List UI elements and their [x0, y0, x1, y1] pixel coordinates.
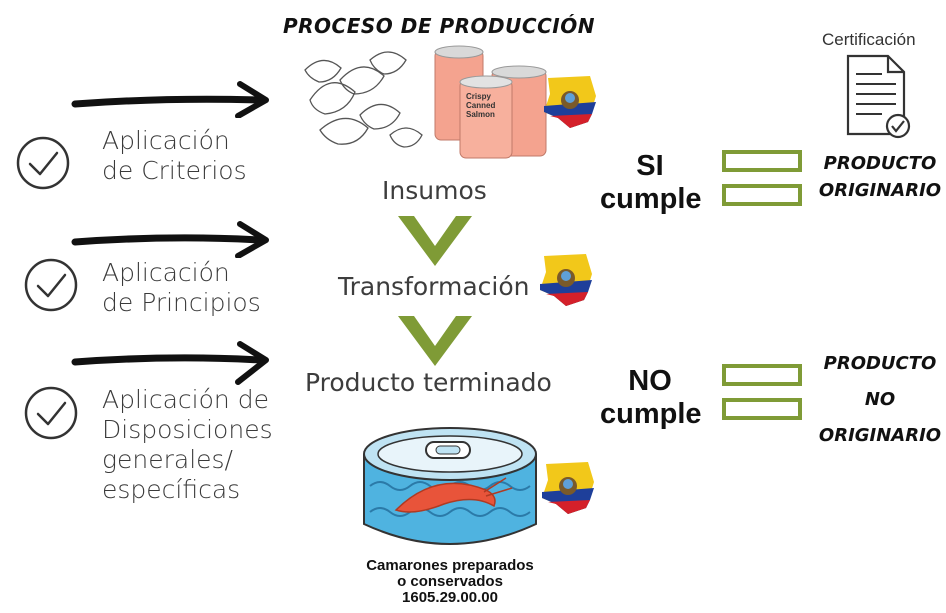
verdict-yes: SI cumple: [600, 150, 702, 216]
criteria-line: Aplicación: [102, 258, 230, 287]
criteria-line: Aplicación: [102, 126, 230, 155]
ecuador-flag-icon: [544, 76, 596, 128]
criteria-item: Aplicación de Principios: [102, 258, 261, 318]
canned-shrimp-illustration: [363, 427, 537, 545]
equals-bar-icon: [722, 184, 802, 206]
criteria-line: de Criterios: [102, 156, 247, 185]
stage-finished-product: Producto terminado: [305, 368, 552, 397]
ecuador-flag-icon: [540, 254, 592, 306]
can-label: Crispy Canned Salmon: [466, 92, 495, 119]
arrow-icon: [71, 341, 269, 385]
result-originario: PRODUCTO ORIGINARIO: [818, 150, 942, 204]
shrimp-and-cans-illustration: [304, 45, 547, 159]
verdict-line: cumple: [600, 398, 702, 430]
criteria-line: Disposiciones: [102, 415, 273, 444]
criteria-line: generales/: [102, 445, 233, 474]
equals-bar-icon: [722, 398, 802, 420]
result-line: NO: [864, 389, 896, 410]
check-circle-icon: [24, 258, 78, 312]
certificate-document-icon: [846, 54, 911, 139]
check-circle-icon: [24, 386, 78, 440]
verdict-line: cumple: [600, 183, 702, 215]
verdict-line: NO: [628, 365, 672, 397]
criteria-item: Aplicación de Disposiciones generales/ e…: [102, 385, 273, 505]
chevron-down-icon: [398, 216, 472, 266]
arrow-icon: [71, 221, 269, 258]
result-line: PRODUCTO: [823, 353, 937, 374]
product-name-line: Camarones preparados: [366, 557, 534, 574]
verdict-no: NO cumple: [600, 365, 702, 431]
process-title: PROCESO DE PRODUCCIÓN: [283, 14, 595, 38]
result-line: ORIGINARIO: [818, 425, 942, 446]
check-circle-icon: [16, 136, 70, 190]
verdict-line: SI: [636, 150, 664, 182]
stage-transformation: Transformación: [338, 272, 530, 301]
criteria-line: de Principios: [102, 288, 261, 317]
product-code: 1605.29.00.00: [402, 589, 498, 606]
ecuador-flag-icon: [542, 462, 594, 514]
stage-inputs: Insumos: [382, 176, 487, 205]
certification-label: Certificación: [822, 30, 916, 49]
can-brand: Crispy: [466, 92, 491, 101]
result-no-originario: PRODUCTO NO ORIGINARIO: [818, 346, 942, 454]
product-name: Camarones preparados o conservados 1605.…: [330, 558, 570, 606]
chevron-down-icon: [398, 316, 472, 366]
criteria-item: Aplicación de Criterios: [102, 126, 247, 186]
can-variety: Salmon: [466, 110, 495, 119]
criteria-line: Aplicación de: [102, 385, 269, 414]
equals-bar-icon: [722, 364, 802, 386]
criteria-line: específicas: [102, 475, 241, 504]
result-line: PRODUCTO: [823, 153, 937, 174]
result-line: ORIGINARIO: [818, 180, 942, 201]
equals-bar-icon: [722, 150, 802, 172]
arrow-icon: [71, 81, 269, 118]
can-product: Canned: [466, 101, 496, 110]
product-name-line: o conservados: [397, 573, 503, 590]
